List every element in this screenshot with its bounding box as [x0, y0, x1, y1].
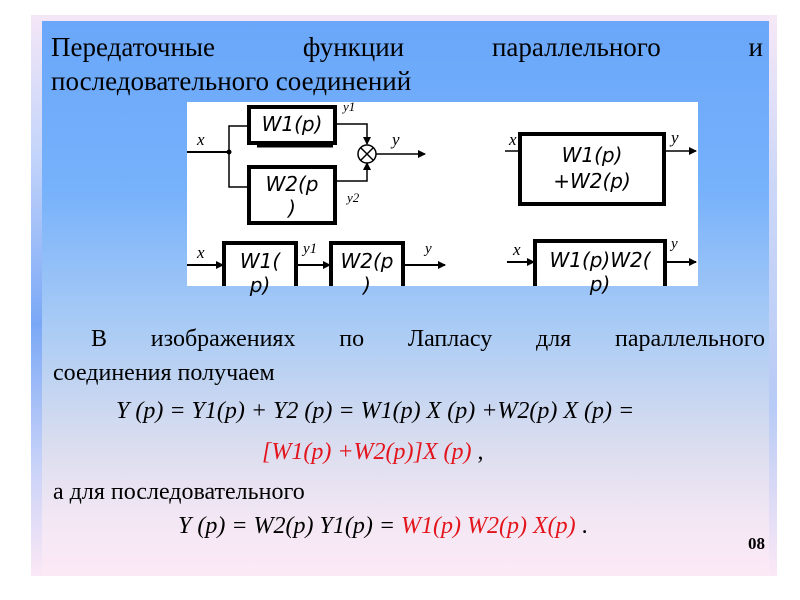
y2-line — [335, 162, 371, 182]
parallel-y1-label: y1 — [343, 99, 356, 114]
seq-output-label: y — [671, 236, 678, 252]
slide-title: Передаточные функции параллельного и пос… — [51, 30, 763, 98]
series-input-label: x — [197, 243, 205, 262]
para-word: для — [535, 326, 572, 352]
series-block-w2-label: W2(p ) — [331, 249, 403, 297]
series-intro: а для последовательного — [53, 479, 305, 505]
title-word: функции — [302, 32, 405, 62]
block-w2 — [247, 165, 337, 225]
title-word: и — [748, 32, 763, 62]
block-w1-label: W1(p) — [261, 112, 323, 136]
branch-upper — [228, 125, 249, 152]
peq-input-label: x — [509, 130, 517, 149]
block-diagram: x y1 y2 y W1(p) W2(p ) x y1 y W1( p) W2(… — [187, 99, 698, 307]
slide-edge-right — [769, 15, 777, 576]
formula-series-suffix: . — [581, 513, 588, 539]
para-word: В — [91, 326, 108, 352]
slide-edge-left — [31, 15, 42, 576]
parallel-equivalent — [505, 132, 697, 206]
body-paragraph: В изображениях по Лапласу для параллельн… — [53, 322, 765, 390]
series-block-w2-line1: W2(p — [340, 249, 394, 273]
branch-lower — [228, 152, 249, 188]
title-word: Передаточные — [51, 32, 216, 62]
seq-line2: p) — [589, 272, 611, 296]
block-w1 — [247, 105, 337, 145]
peq-line1: W1(p) — [561, 143, 623, 167]
block-sum — [518, 132, 666, 206]
series-output-label: y — [425, 241, 432, 257]
seq-block-label: W1(p)W2( p) — [535, 248, 665, 296]
formula-series-row: Y (p) = W2(p) Y1(p) = W1(p) W2(p) X(p) . — [178, 513, 588, 540]
title-word: параллельного — [491, 32, 661, 62]
formula-parallel-result: [W1(p) +W2(p)]X (p) — [262, 439, 472, 465]
peq-line2: +W2(p) — [553, 169, 631, 193]
para-word: по — [339, 326, 365, 352]
series-block-w2-line2: ) — [363, 273, 371, 297]
seq-line1: W1(p)W2( — [549, 248, 651, 272]
peq-block-label: W1(p) +W2(p) — [520, 142, 664, 194]
series-block-w1-line1: W1( — [239, 249, 281, 273]
formula-series-result: W1(p) W2(p) X(p) — [401, 513, 576, 539]
series-mid-label: y1 — [303, 241, 318, 257]
formula-series-lhs: Y (p) = W2(p) Y1(p) = — [178, 513, 396, 539]
title-line-2: последовательного соединений — [51, 66, 412, 96]
para-word: параллельного — [614, 326, 765, 352]
peq-output-label: y — [671, 128, 679, 147]
para-line-2: соединения получаем — [53, 360, 275, 386]
parallel-y2-label: y2 — [347, 190, 360, 205]
formula-parallel: Y (p) = Y1(p) + Y2 (p) = W1(p) X (p) +W2… — [116, 398, 635, 424]
parallel-input-label: x — [197, 130, 205, 149]
parallel-connection — [187, 105, 426, 225]
para-word: Лапласу — [407, 326, 493, 352]
block-w2-line2: ) — [288, 196, 296, 220]
parallel-output-label: y — [392, 130, 400, 149]
series-block-w1-line2: p) — [249, 273, 271, 297]
formula-parallel-suffix: , — [477, 439, 484, 465]
page-number: 08 — [748, 534, 765, 553]
series-block-w1-label: W1( p) — [224, 249, 296, 297]
para-word: изображениях — [150, 326, 296, 352]
formula-parallel-result-row: [W1(p) +W2(p)]X (p) , — [262, 439, 483, 466]
block-w2-line1: W2(p — [265, 172, 319, 196]
y1-line — [335, 123, 371, 145]
seq-input-label: x — [513, 240, 521, 259]
block-w2-label: W2(p ) — [249, 172, 335, 220]
